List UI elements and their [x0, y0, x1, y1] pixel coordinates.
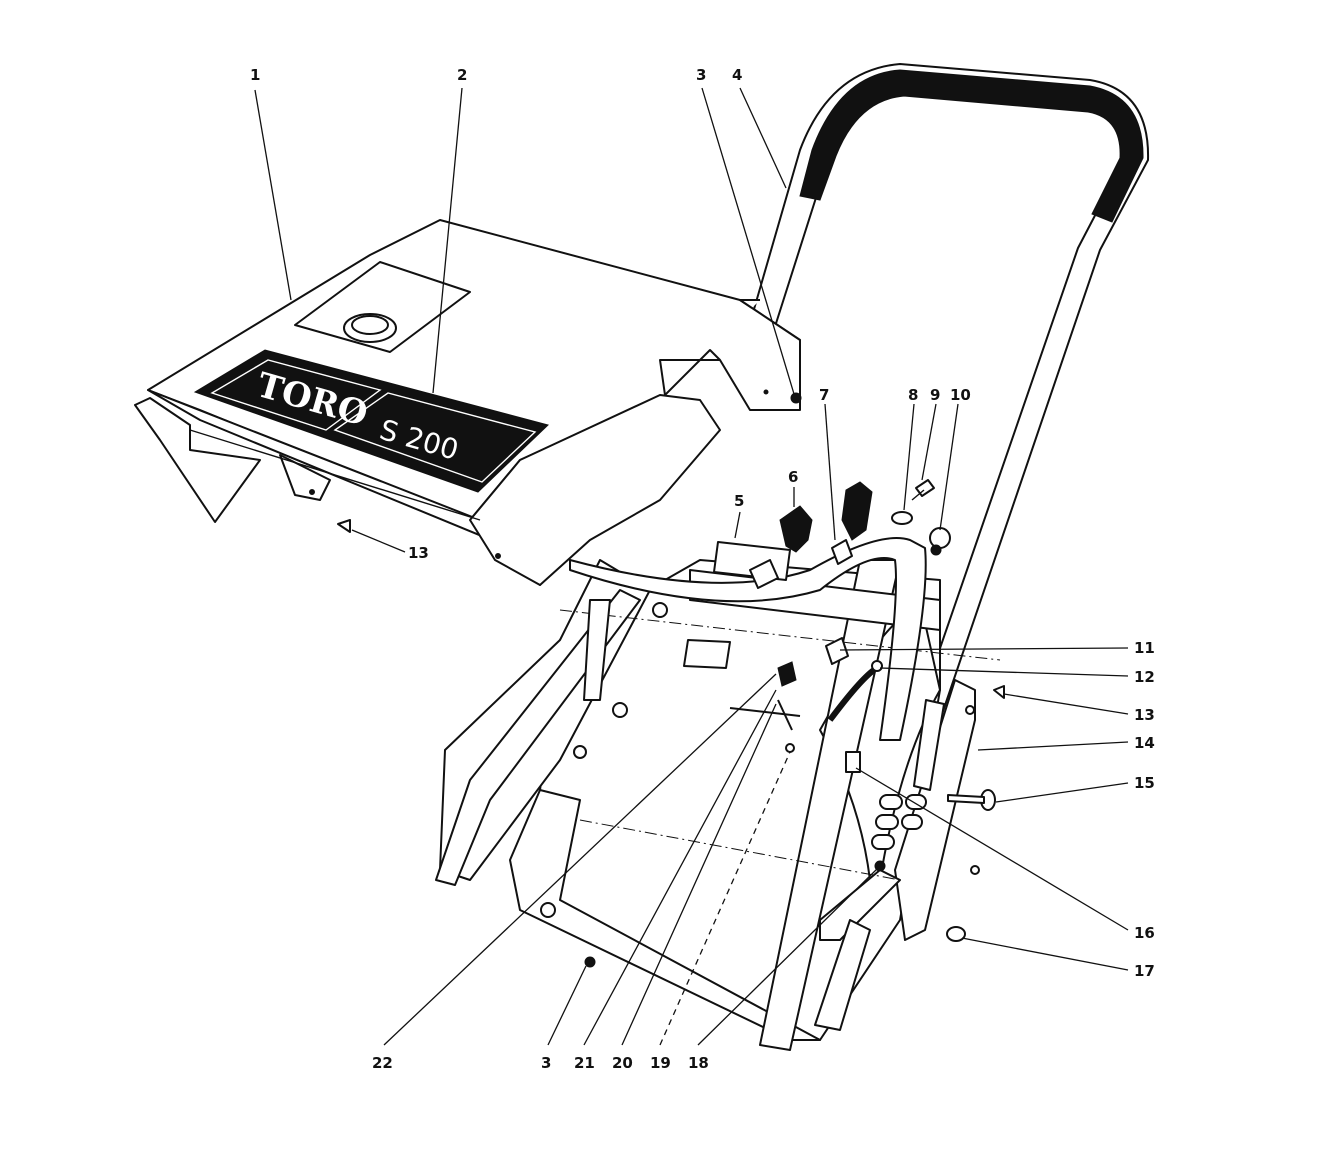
part-label-7: 7	[819, 386, 829, 404]
part-label-2: 2	[457, 66, 467, 84]
part-label-14: 14	[1134, 734, 1155, 752]
part-label-11: 11	[1134, 639, 1155, 657]
part-label-6: 6	[788, 468, 798, 486]
engine-hood: TORO S 200	[134, 219, 801, 586]
part-label-13-left: 13	[408, 544, 429, 562]
part-label-18: 18	[688, 1054, 709, 1072]
control-bar	[569, 537, 927, 741]
part-label-4: 4	[732, 66, 742, 84]
part-label-10: 10	[950, 386, 971, 404]
part-label-22: 22	[372, 1054, 393, 1072]
part-label-13-right: 13	[1134, 706, 1155, 724]
part-label-5: 5	[734, 492, 744, 510]
part-label-19: 19	[650, 1054, 671, 1072]
part-label-8: 8	[908, 386, 918, 404]
part-label-15: 15	[1134, 774, 1155, 792]
part-label-9: 9	[930, 386, 940, 404]
part-label-21: 21	[574, 1054, 595, 1072]
part-label-1: 1	[250, 66, 260, 84]
part-labels: 1 2 3 4 5 6 7 8 9 10 11 12 13 13 14 15 1…	[250, 66, 1155, 1072]
part-label-3-bottom: 3	[541, 1054, 551, 1072]
part-label-20: 20	[612, 1054, 633, 1072]
part-label-3-top: 3	[696, 66, 706, 84]
hardware-parts	[337, 389, 1005, 968]
part-label-16: 16	[1134, 924, 1155, 942]
leader-lines	[254, 87, 1129, 1046]
part-label-12: 12	[1134, 668, 1155, 686]
part-label-17: 17	[1134, 962, 1155, 980]
